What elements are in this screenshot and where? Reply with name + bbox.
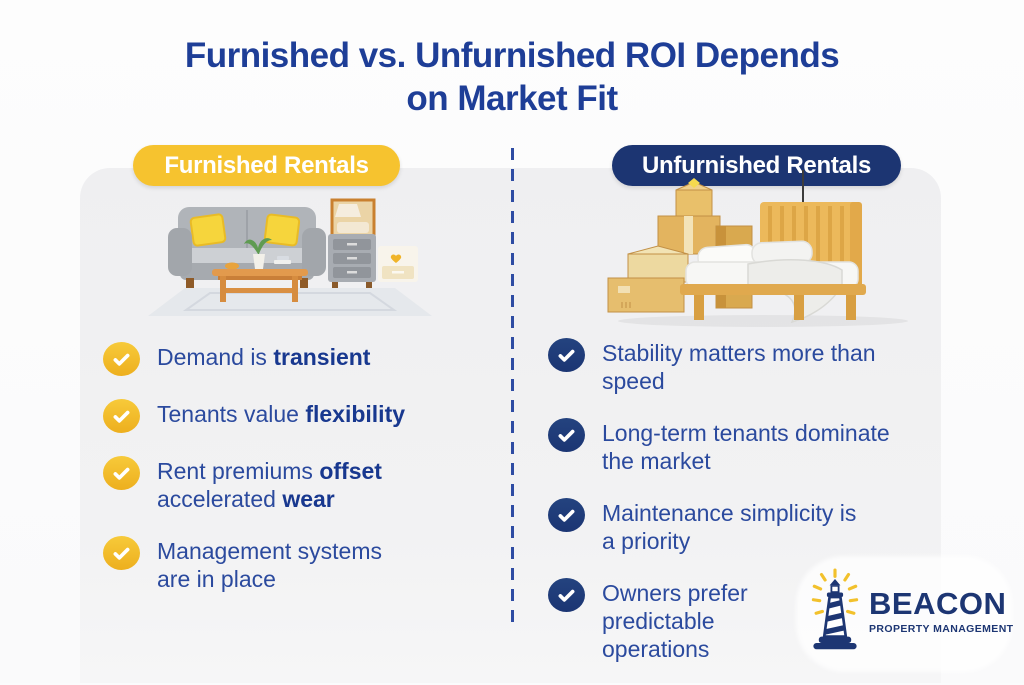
furnished-badge: Furnished Rentals	[133, 145, 400, 186]
check-icon	[548, 418, 585, 453]
page-title: Furnished vs. Unfurnished ROI Depends on…	[184, 36, 840, 119]
check-icon	[548, 338, 585, 372]
unfurnished-room-illustration	[607, 170, 908, 327]
bullet-text: Tenants value flexibility	[157, 401, 406, 427]
list-item: Maintenance simplicity is a priority	[548, 497, 978, 555]
check-icon	[103, 456, 140, 490]
logo-text: BEACON PROPERTY MANAGEMENT	[869, 588, 1014, 635]
dashed-divider	[511, 148, 514, 628]
bullet-text: Rent premiums offset accelerated wear	[157, 458, 382, 513]
check-icon	[103, 342, 140, 376]
logo-subtitle: PROPERTY MANAGEMENT	[869, 622, 1014, 635]
furnished-list: Demand is transient Tenants value flexib…	[103, 341, 503, 615]
check-icon	[548, 498, 585, 533]
bullet-text: Management systems are in place	[157, 538, 382, 593]
list-item: Stability matters more than speed	[548, 337, 978, 395]
check-icon	[103, 399, 140, 433]
list-item: Management systems are in place	[103, 535, 503, 593]
unfurnished-badge: Unfurnished Rentals	[612, 145, 901, 186]
bullet-text: Owners prefer predictable operations	[602, 580, 748, 663]
list-item: Tenants value flexibility	[103, 398, 503, 433]
list-item: Owners prefer predictable operations	[548, 577, 978, 663]
check-icon	[548, 578, 585, 613]
nightstand	[378, 246, 418, 282]
bed	[680, 202, 866, 324]
logo-name: BEACON	[869, 585, 1007, 621]
list-item: Long-term tenants dominate the market	[548, 417, 978, 475]
bullet-text: Maintenance simplicity is a priority	[602, 500, 857, 555]
furnished-room-illustration	[148, 198, 432, 316]
bullet-text: Stability matters more than speed	[602, 340, 876, 395]
bullet-text: Demand is transient	[157, 344, 371, 370]
check-icon	[103, 536, 140, 571]
list-item: Rent premiums offset accelerated wear	[103, 455, 503, 513]
unfurnished-list: Stability matters more than speed Long-t…	[548, 337, 978, 685]
coffee-table	[212, 238, 308, 302]
lighthouse-icon	[811, 568, 859, 650]
list-item: Demand is transient	[103, 341, 503, 376]
bullet-text: Long-term tenants dominate the market	[602, 420, 890, 475]
dresser	[328, 234, 376, 288]
beacon-logo: BEACON PROPERTY MANAGEMENT	[808, 568, 1014, 654]
